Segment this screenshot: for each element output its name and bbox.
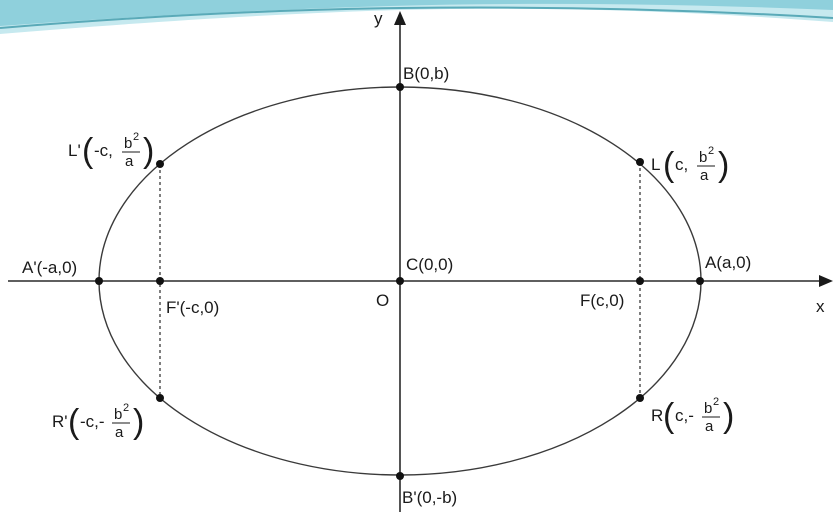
svg-text:(: ( xyxy=(663,397,675,435)
svg-text:): ) xyxy=(718,146,729,184)
x-axis-arrow-icon xyxy=(819,275,833,287)
point-F xyxy=(636,277,644,285)
svg-text:(: ( xyxy=(82,132,94,170)
svg-text:): ) xyxy=(133,403,144,441)
svg-text:-c,: -c, xyxy=(94,141,113,160)
svg-text:c,: c, xyxy=(675,155,688,174)
point-C xyxy=(396,277,404,285)
svg-text:R': R' xyxy=(52,412,68,431)
svg-text:(: ( xyxy=(68,403,80,441)
origin-label: O xyxy=(376,291,389,310)
label-R: R ( c,- b 2 a ) xyxy=(651,396,734,435)
label-B-prime: B'(0,-b) xyxy=(402,488,457,507)
y-axis-label: y xyxy=(374,9,383,28)
label-C: C(0,0) xyxy=(406,255,453,274)
point-R-prime xyxy=(156,394,164,402)
point-A xyxy=(696,277,704,285)
svg-text:): ) xyxy=(143,132,154,170)
point-A-prime xyxy=(95,277,103,285)
point-L-prime xyxy=(156,160,164,168)
svg-text:b: b xyxy=(124,135,132,152)
svg-text:a: a xyxy=(700,167,709,184)
label-A: A(a,0) xyxy=(705,253,751,272)
svg-text:a: a xyxy=(705,418,714,435)
svg-text:a: a xyxy=(125,153,134,170)
banner-decoration xyxy=(0,0,833,34)
y-axis-arrow-icon xyxy=(394,11,406,25)
svg-text:a: a xyxy=(115,424,124,441)
label-B: B(0,b) xyxy=(403,64,449,83)
svg-text:2: 2 xyxy=(133,131,139,143)
point-R xyxy=(636,394,644,402)
svg-text:(: ( xyxy=(663,146,675,184)
point-F-prime xyxy=(156,277,164,285)
svg-text:): ) xyxy=(723,397,734,435)
label-R-prime: R' ( -c,- b 2 a ) xyxy=(52,402,144,441)
point-B-prime xyxy=(396,472,404,480)
svg-text:L: L xyxy=(651,155,660,174)
svg-text:2: 2 xyxy=(713,396,719,408)
svg-text:2: 2 xyxy=(123,402,129,414)
label-F-prime: F'(-c,0) xyxy=(166,298,219,317)
x-axis-label: x xyxy=(816,297,825,316)
svg-text:b: b xyxy=(704,400,712,417)
point-L xyxy=(636,158,644,166)
svg-text:-c,-: -c,- xyxy=(80,412,105,431)
label-A-prime: A'(-a,0) xyxy=(22,258,77,277)
svg-text:L': L' xyxy=(68,141,81,160)
svg-text:c,-: c,- xyxy=(675,406,694,425)
label-L: L ( c, b 2 a ) xyxy=(651,145,729,184)
svg-text:R: R xyxy=(651,406,663,425)
svg-text:b: b xyxy=(114,406,122,423)
label-L-prime: L' ( -c, b 2 a ) xyxy=(68,131,154,170)
svg-text:b: b xyxy=(699,149,707,166)
label-F: F(c,0) xyxy=(580,291,624,310)
svg-text:2: 2 xyxy=(708,145,714,157)
point-B xyxy=(396,83,404,91)
